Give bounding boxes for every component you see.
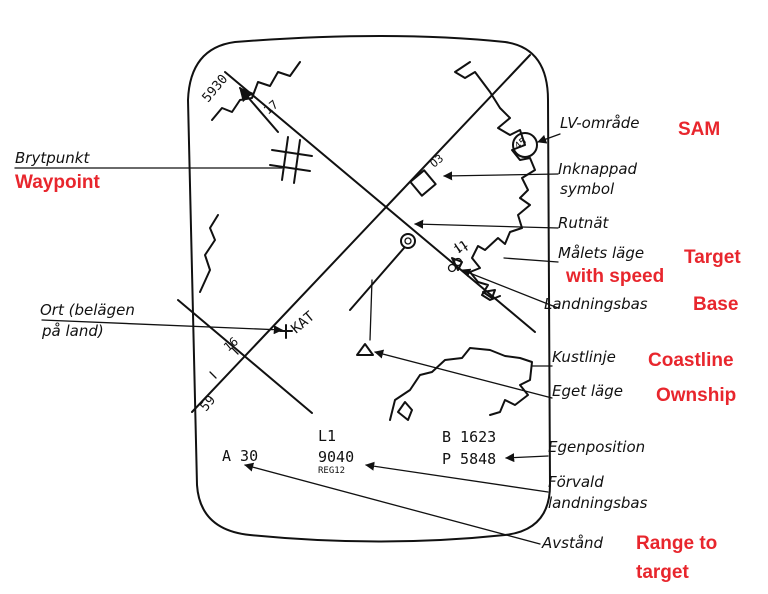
callout-waypoint-en: Waypoint	[15, 172, 100, 193]
callout-target-en-line1: Target	[684, 247, 741, 268]
grid-line-diagonal-3	[177, 299, 313, 414]
callout-preset-base-line1: Förvald	[548, 473, 604, 491]
callout-coastline-sv: Kustlinje	[552, 348, 616, 366]
callout-symbol-line2: symbol	[560, 180, 615, 198]
range-value: A 30	[222, 447, 258, 465]
callout-range-sv: Avstånd	[541, 534, 604, 552]
grid-label-top: 5930	[200, 72, 232, 106]
callout-place-line1: Ort (belägen	[40, 301, 135, 319]
coastline-left	[199, 214, 219, 293]
coastline-lower	[389, 347, 533, 421]
callout-ownship-sv: Eget läge	[552, 382, 623, 400]
ownship-marker	[356, 343, 374, 356]
callout-own-position-sv: Egenposition	[548, 438, 645, 456]
callout-sam-en: SAM	[678, 119, 720, 140]
symbol-code: O3	[428, 152, 447, 170]
base-code: 9040	[318, 448, 354, 466]
callout-base-en: Base	[693, 294, 738, 315]
grid-line-diagonal-2	[224, 71, 536, 333]
callout-target-en-line2: with speed	[565, 266, 664, 287]
target-marker	[400, 233, 416, 249]
grid-line-diagonal-1	[191, 54, 531, 413]
callout-base-sv: Landningsbas	[544, 295, 648, 313]
coastline-top-left	[211, 61, 301, 121]
callout-waypoint-sv: Brytpunkt	[15, 149, 90, 167]
position-p: P 5848	[442, 450, 496, 468]
target-speed: 11	[452, 238, 471, 256]
waypoint-marker	[269, 136, 313, 184]
callout-sam-sv: LV-område	[560, 114, 640, 132]
grid-label-bottom: 59	[198, 393, 220, 415]
position-b: B 1623	[442, 428, 496, 446]
track-arrow-top	[239, 86, 279, 133]
landing-base-marker	[447, 263, 457, 273]
target-vector	[349, 247, 405, 311]
sam-circle	[512, 132, 538, 158]
callout-grid-sv: Rutnät	[558, 214, 610, 232]
callout-range-en-line1: Range to	[636, 533, 717, 554]
leader-lines	[14, 133, 561, 545]
callout-target-sv: Målets läge	[558, 244, 644, 262]
callout-place-line2: på land)	[41, 322, 104, 340]
selected-symbol-square	[409, 169, 437, 197]
callout-preset-base-line2: landningsbas	[548, 494, 648, 512]
leg-label: L1	[318, 427, 336, 445]
region-label: REG12	[318, 466, 345, 476]
grid-ticks	[209, 241, 468, 379]
callout-symbol-line1: Inknappad	[558, 160, 638, 178]
place-name: KAT	[288, 308, 318, 337]
callout-range-en-line2: target	[636, 562, 689, 583]
callout-coastline-en: Coastline	[648, 350, 734, 371]
callout-ownship-en: Ownship	[656, 385, 736, 406]
coastline-upper	[454, 61, 536, 301]
